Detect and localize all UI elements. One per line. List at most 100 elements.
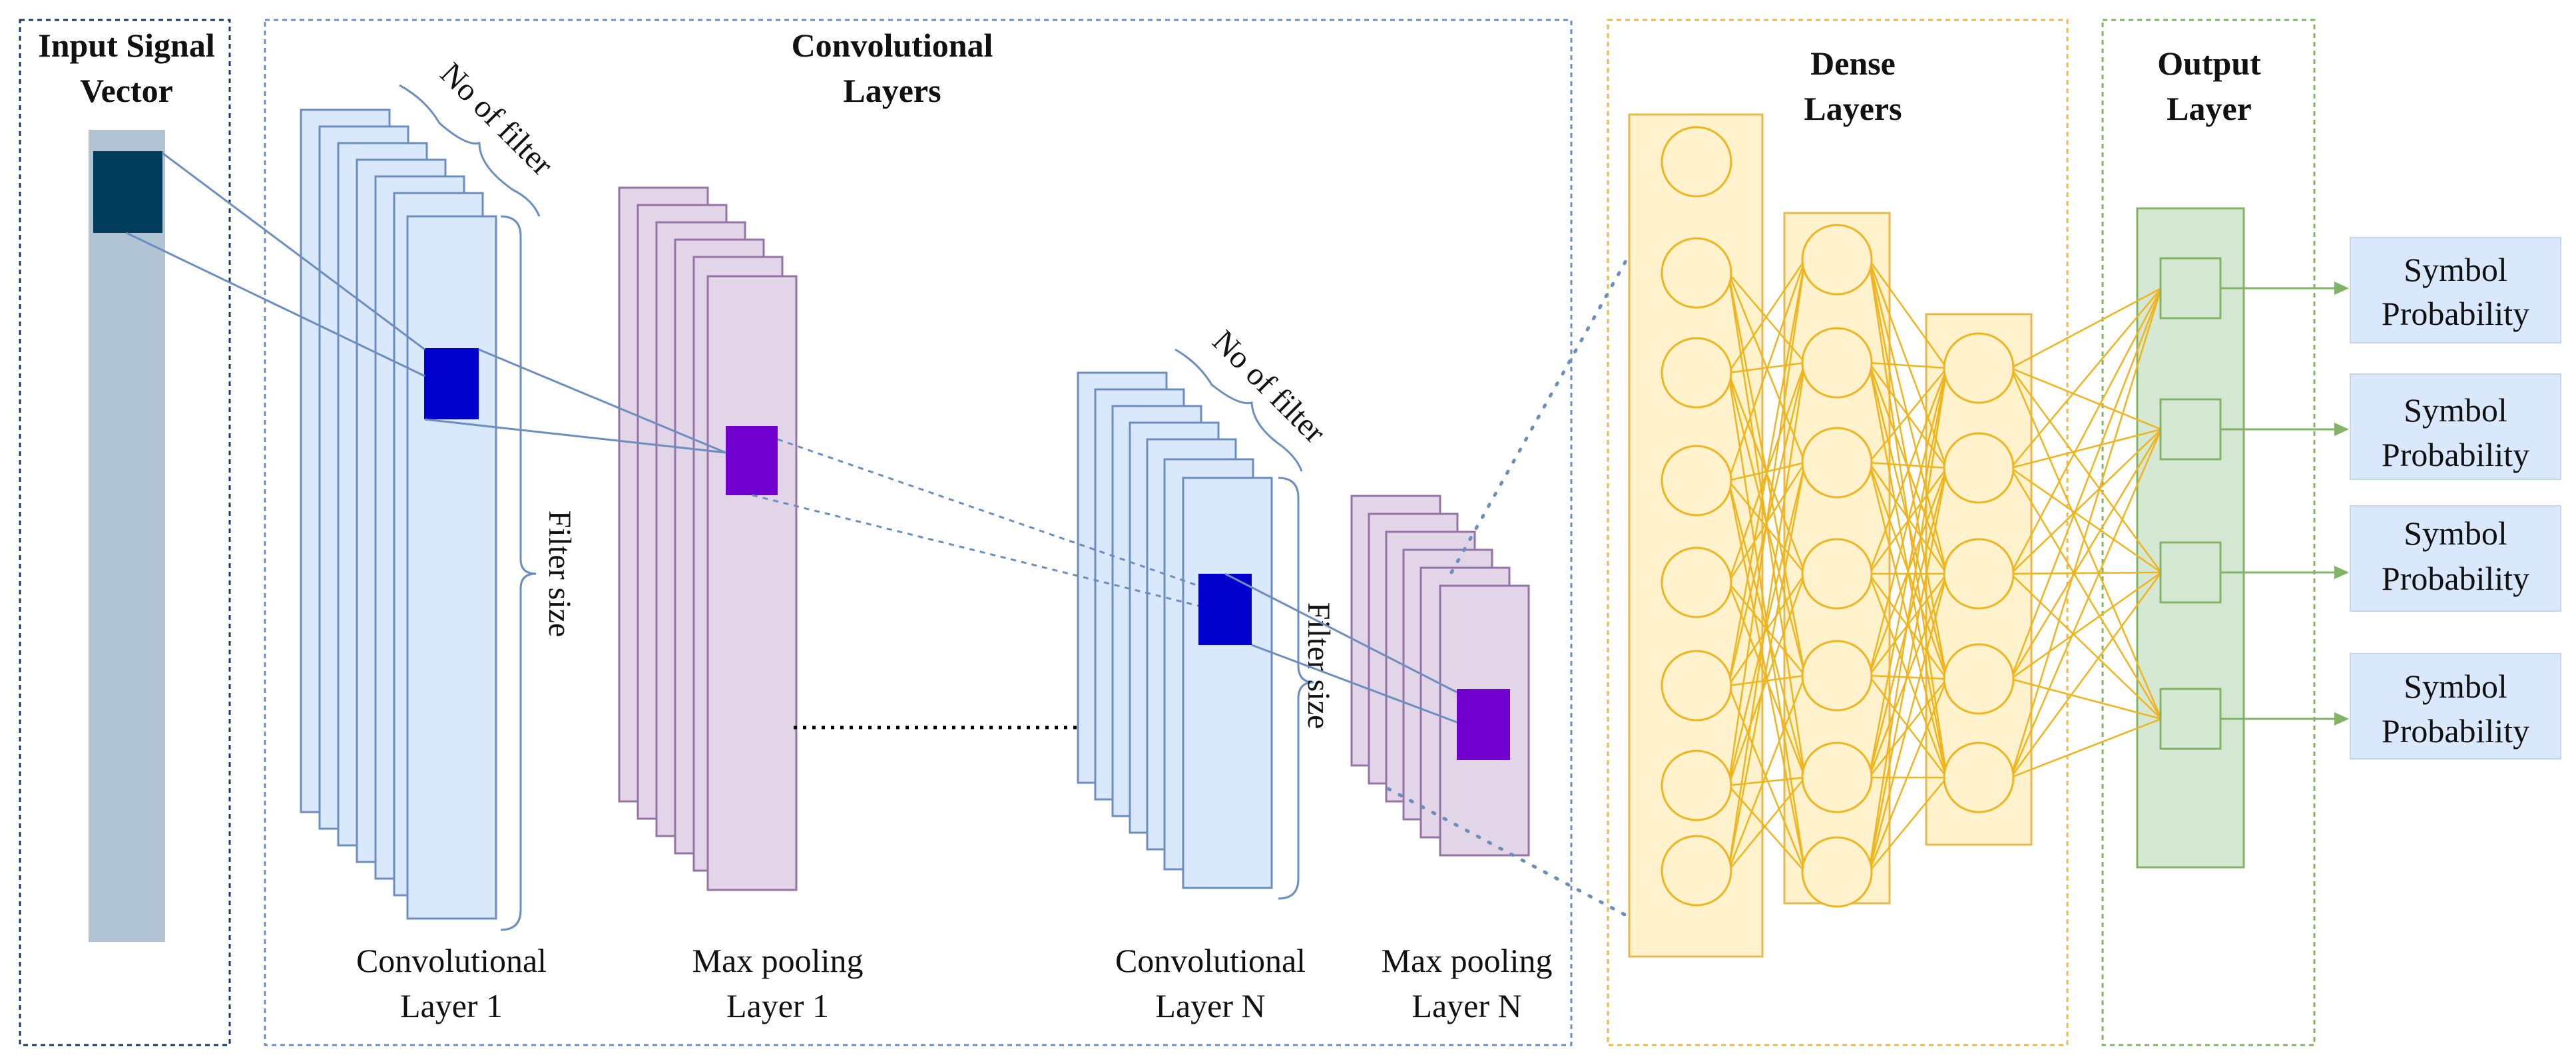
- dense-neurons: [1661, 126, 2015, 908]
- dense-edge: [1727, 675, 1806, 871]
- output-section-title: Output: [2157, 45, 2261, 82]
- symbol-label: Symbol: [2404, 251, 2507, 288]
- convN-kernel: [1198, 574, 1252, 645]
- dense-edge: [1868, 678, 1947, 778]
- symbol-probability-box: [2350, 237, 2561, 343]
- output-section-title-2: Layer: [2167, 90, 2252, 127]
- dense-edge: [2010, 718, 2162, 779]
- pool1-map: [706, 275, 798, 891]
- dense-neuron: [1661, 337, 1732, 409]
- kernel-connections: [126, 124, 1703, 954]
- dense-edge: [2010, 428, 2162, 469]
- conv-section-title-2: Layers: [843, 72, 941, 109]
- dense-edge: [1868, 367, 1948, 873]
- symbol-label: Symbol: [2404, 515, 2507, 552]
- dense-neuron: [1661, 546, 1732, 618]
- conv1-kernel: [424, 348, 479, 419]
- symbol-probability-box: [2350, 505, 2561, 612]
- dense-edge: [1727, 259, 1806, 686]
- arrow-head-icon: [2334, 566, 2349, 579]
- dense-edge: [2010, 429, 2162, 574]
- dense-neuron: [1661, 835, 1732, 907]
- pool1-caption: Max pooling: [692, 942, 864, 979]
- dense-edge: [1727, 573, 1806, 686]
- dense-edge: [2009, 429, 2163, 778]
- dense-neuron: [1943, 538, 2015, 610]
- dense-neuron: [1943, 742, 2015, 813]
- dense-edge: [2009, 572, 2163, 778]
- arrow-head-icon: [2334, 712, 2349, 726]
- dense-edge: [1727, 573, 1806, 786]
- pool1-caption-2: Layer 1: [726, 987, 829, 1024]
- input-section-frame: [19, 19, 231, 1046]
- symbol-probability-boxes: Symbol Probability Symbol Probability Sy…: [2350, 237, 2561, 759]
- arrow-head-icon: [2334, 423, 2349, 436]
- probability-label: Probability: [2382, 560, 2529, 597]
- dense-edge: [1727, 462, 1806, 786]
- dense-edge: [1868, 367, 1947, 463]
- conv1-size-label: Filter size: [542, 511, 577, 638]
- dense-edge: [1868, 461, 1947, 469]
- convN-filters-brace: [1174, 348, 1303, 472]
- dense-edge: [2009, 288, 2163, 574]
- convN-caption: Convolutional: [1115, 942, 1306, 979]
- dense-edge: [2009, 288, 2163, 778]
- output-unit: [2159, 688, 2222, 750]
- conv1-caption-2: Layer 1: [400, 987, 503, 1024]
- convN-size-brace: [1278, 477, 1314, 900]
- conv-layer-1-stack: [300, 108, 497, 920]
- dense-edge: [1728, 777, 1806, 871]
- dense-edge: [2010, 467, 2162, 574]
- input-signal-bar: [89, 130, 165, 942]
- connection-line: [478, 348, 726, 454]
- conv-section-frame: [264, 19, 1573, 1046]
- connection-line: [752, 494, 1199, 607]
- dense-edge: [1727, 462, 1806, 871]
- dense-neuron: [1801, 427, 1873, 499]
- dense-neuron: [1943, 643, 2015, 715]
- output-unit: [2159, 257, 2222, 319]
- input-section-title-2: Vector: [80, 72, 173, 109]
- dense-section-title-2: Layers: [1804, 90, 1902, 127]
- output-units: [2159, 257, 2349, 750]
- dense-neuron: [1801, 224, 1873, 296]
- dense-edge: [2009, 467, 2163, 720]
- conv1-size-brace: [500, 215, 537, 931]
- dense-neuron: [1801, 538, 1873, 610]
- dense-edge: [1727, 259, 1806, 481]
- dense-neuron: [1661, 749, 1732, 821]
- dense-edge: [2010, 571, 2162, 680]
- dense-edge: [1727, 259, 1806, 786]
- pool-layer-1-stack: [618, 186, 798, 891]
- dense-edge: [2010, 287, 2162, 369]
- dense-edge: [2010, 288, 2162, 469]
- dense-neuron: [1801, 742, 1873, 813]
- connection-line: [162, 152, 425, 351]
- poolN-caption-2: Layer N: [1412, 987, 1521, 1024]
- dense-edge: [1868, 462, 1948, 574]
- dense-neuron: [1801, 327, 1873, 399]
- dense-edge: [1868, 573, 1948, 680]
- conv1-filters-brace: [399, 84, 541, 217]
- dense-edge: [1868, 467, 1948, 873]
- dense-section-title: Dense: [1810, 45, 1896, 82]
- input-section-title: Input Signal: [38, 27, 215, 64]
- dense-neuron: [1661, 237, 1732, 309]
- symbol-probability-box: [2350, 373, 2561, 480]
- dense-edge: [1868, 573, 1948, 778]
- dense-edge: [1868, 367, 1948, 574]
- dense-edge: [1868, 259, 1948, 369]
- conv1-filter-map: [406, 215, 497, 920]
- output-unit: [2159, 541, 2222, 604]
- dense-edge: [2010, 573, 2162, 720]
- convN-filters-label: No of filter: [1206, 323, 1332, 450]
- dense-edges: [1727, 259, 2163, 873]
- dense-edge: [2010, 678, 2162, 720]
- dense-neuron: [1661, 126, 1732, 198]
- dense-neuron: [1801, 836, 1873, 908]
- output-unit: [2159, 398, 2222, 461]
- dense-neuron: [1943, 432, 2015, 504]
- dense-edge: [1727, 362, 1806, 871]
- dense-edge: [1868, 367, 1948, 676]
